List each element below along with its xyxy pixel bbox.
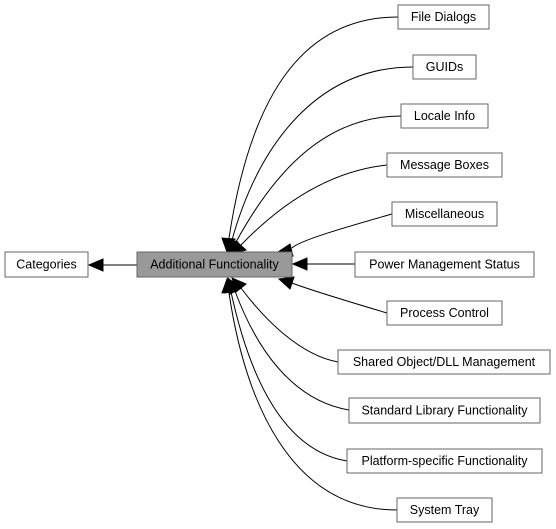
edge-message-boxes [240,164,388,246]
node-power-management-status[interactable]: Power Management Status [354,251,535,278]
node-platform-specific-functionality[interactable]: Platform-specific Functionality [346,448,543,474]
node-platform-specific-functionality-label: Platform-specific Functionality [361,454,528,468]
node-categories-label: Categories [16,258,76,272]
node-shared-object-dll-management[interactable]: Shared Object/DLL Management [337,349,551,375]
node-system-tray-label: System Tray [410,503,480,517]
edge-miscellaneous [291,213,393,249]
node-locale-info[interactable]: Locale Info [400,103,489,129]
node-standard-library-functionality-box [348,397,541,424]
node-categories-box [4,251,89,278]
edge-locale-info [235,115,402,243]
node-process-control[interactable]: Process Control [386,300,503,326]
node-message-boxes-label: Message Boxes [400,158,489,172]
node-system-tray[interactable]: System Tray [396,497,493,523]
node-guids-box [412,54,477,80]
node-miscellaneous-label: Miscellaneous [405,207,484,221]
node-guids[interactable]: GUIDs [412,54,477,80]
edge-power-management-arrowhead [291,257,308,271]
node-guids-label: GUIDs [426,60,464,74]
node-process-control-label: Process Control [400,306,489,320]
node-locale-info-box [400,103,489,129]
edge-process-control-arrowhead [277,276,295,290]
node-standard-library-functionality[interactable]: Standard Library Functionality [348,397,541,424]
node-miscellaneous-box [391,201,498,227]
node-file-dialogs-label: File Dialogs [411,10,476,24]
node-message-boxes[interactable]: Message Boxes [386,152,503,178]
edge-guids [231,66,414,241]
node-shared-object-dll-management-label: Shared Object/DLL Management [353,355,536,369]
node-power-management-status-box [354,251,535,278]
node-standard-library-functionality-label: Standard Library Functionality [361,404,528,418]
edge-standard-library [234,290,350,411]
node-message-boxes-box [386,152,503,178]
edge-file-dialogs [228,16,399,239]
edge-shared-object [240,287,339,363]
node-file-dialogs[interactable]: File Dialogs [397,4,490,30]
node-system-tray-box [396,497,493,523]
node-platform-specific-functionality-box [346,448,543,474]
node-miscellaneous[interactable]: Miscellaneous [391,201,498,227]
node-process-control-box [386,300,503,326]
node-categories[interactable]: Categories [4,251,89,278]
node-additional-functionality: Additional Functionality [136,251,293,278]
edge-system-tray [228,292,398,511]
node-file-dialogs-box [397,4,490,30]
graph-nodes: Categories Additional Functionality File… [4,4,551,523]
edge-process-control [291,282,388,314]
edge-system-tray-arrowhead [221,277,236,294]
node-power-management-status-label: Power Management Status [369,258,520,272]
node-additional-functionality-label: Additional Functionality [150,258,279,272]
node-locale-info-label: Locale Info [414,109,475,123]
edge-platform-specific [230,291,348,462]
edge-to-categories-arrowhead [87,258,104,272]
node-additional-functionality-box [136,251,293,278]
node-shared-object-dll-management-box [337,349,551,375]
